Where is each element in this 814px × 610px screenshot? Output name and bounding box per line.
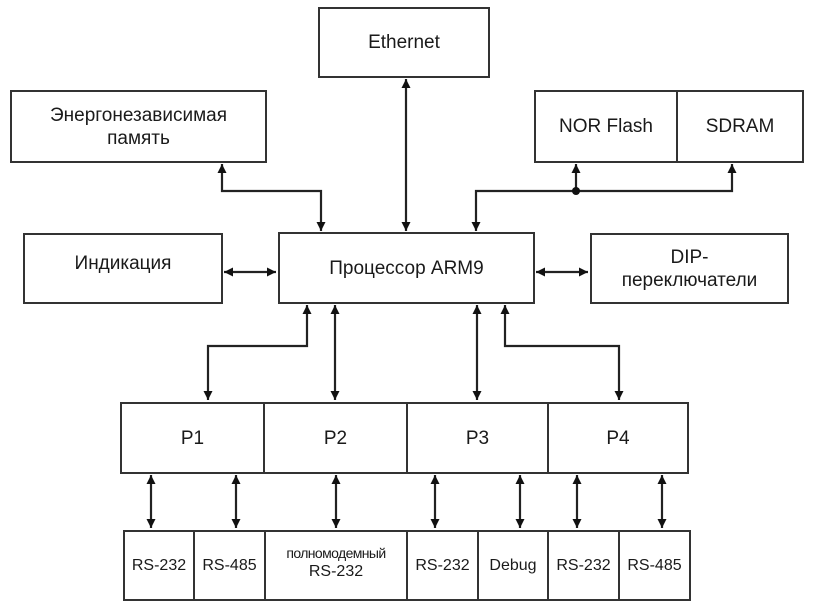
interface-p2-modem-rs232: полномодемный RS-232 <box>264 530 408 601</box>
nor-flash-block: NOR Flash <box>534 90 678 163</box>
interface-label: RS-485 <box>627 557 682 574</box>
ethernet-block: Ethernet <box>318 7 490 78</box>
nvram-block: Энергонезависимая память <box>10 90 267 163</box>
port-p4-label: P4 <box>606 427 630 449</box>
interface-p3-debug: Debug <box>477 530 549 601</box>
port-p2-label: P2 <box>323 427 348 449</box>
indication-label: Индикация <box>74 253 172 274</box>
sdram-label: SDRAM <box>705 116 775 137</box>
interface-p4-rs232: RS-232 <box>547 530 620 601</box>
sdram-block: SDRAM <box>676 90 804 163</box>
interface-label: RS-485 <box>202 557 257 574</box>
bus-junction-dot <box>572 187 580 195</box>
port-p3-label: P3 <box>465 427 490 449</box>
interface-p1-rs232: RS-232 <box>123 530 195 601</box>
nvram-label-line2: память <box>107 127 170 149</box>
link-cpu-memory-bus <box>471 189 576 231</box>
interface-label: RS-232 <box>415 557 470 574</box>
dip-label-line2: переключатели <box>621 269 758 291</box>
link-cpu-p1 <box>203 305 312 400</box>
nvram-label-line1: Энергонезависимая <box>49 104 228 126</box>
interface-p4-rs485: RS-485 <box>618 530 691 601</box>
link-bus-sdram <box>576 164 737 193</box>
port-p1-label: P1 <box>180 427 205 449</box>
port-p1: P1 <box>120 402 265 474</box>
link-cpu-p4 <box>500 305 624 400</box>
link-cpu-nvram <box>217 164 326 231</box>
port-p4: P4 <box>547 402 689 474</box>
port-p3: P3 <box>406 402 549 474</box>
cpu-label: Процессор ARM9 <box>329 257 484 279</box>
interface-label: RS-232 <box>131 557 187 574</box>
interface-label: Debug <box>489 557 537 574</box>
ethernet-label: Ethernet <box>368 32 440 53</box>
interface-label-line2: RS-232 <box>308 563 364 580</box>
interface-p1-rs485: RS-485 <box>193 530 266 601</box>
dip-label-line1: DIP- <box>670 246 709 268</box>
interface-label: RS-232 <box>556 557 611 574</box>
indication-block: Индикация <box>23 233 223 304</box>
cpu-block: Процессор ARM9 <box>278 232 535 304</box>
dip-switches-block: DIP- переключатели <box>590 233 789 304</box>
port-p2: P2 <box>263 402 408 474</box>
nor-flash-label: NOR Flash <box>559 116 653 137</box>
interface-label: полномодемный <box>286 545 386 561</box>
interface-p3-rs232: RS-232 <box>406 530 479 601</box>
